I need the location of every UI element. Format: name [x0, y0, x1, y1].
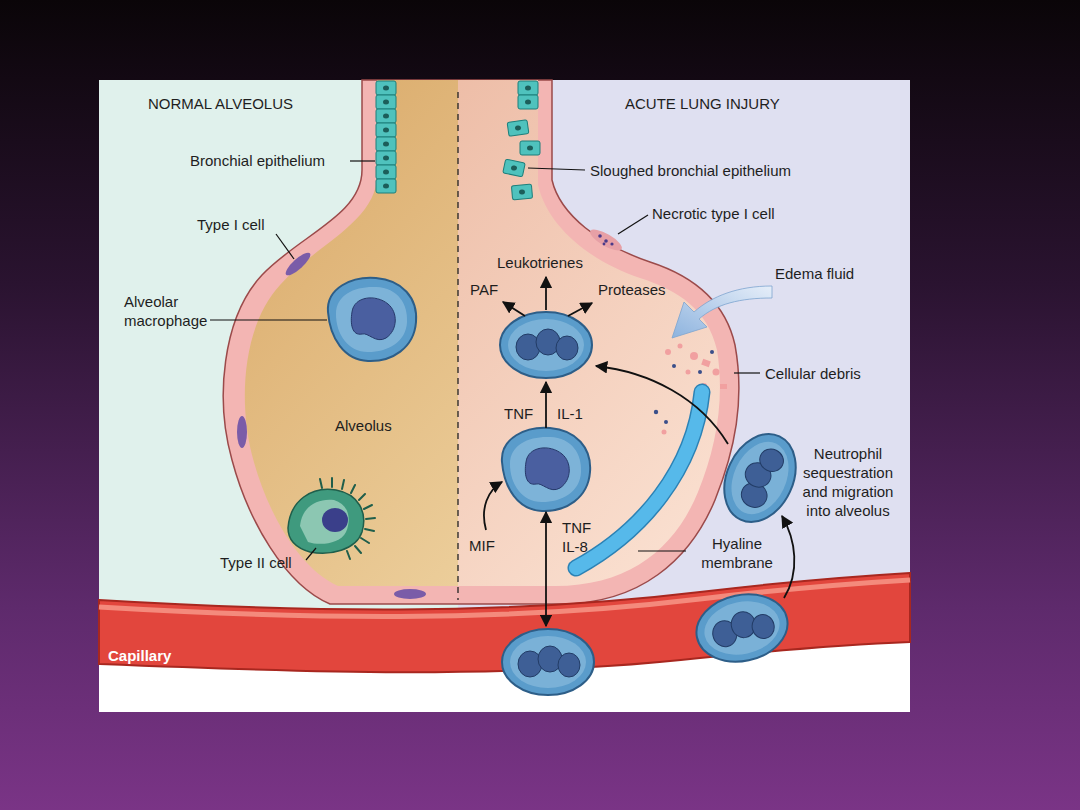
part-label: Edema fluid: [775, 264, 854, 283]
part-label: Hyaline membrane: [692, 534, 782, 572]
divider: [457, 92, 458, 600]
bronchial-epithelium: [376, 81, 396, 193]
type-ii-cell: [288, 478, 375, 559]
hyaline-membrane: [576, 392, 702, 568]
mediator-label: MIF: [469, 536, 495, 555]
alveolar-macrophage: [328, 278, 416, 361]
macrophage: [502, 428, 590, 511]
mediator-label: TNF: [504, 404, 533, 423]
mediator-label: Leukotrienes: [497, 253, 583, 272]
part-label: Type I cell: [197, 215, 265, 234]
part-label: Bronchial epithelium: [190, 151, 325, 170]
type-i-cell: [237, 250, 426, 599]
part-label: Alveolar macrophage: [124, 292, 219, 330]
necrotic-type-i-cell: [587, 226, 624, 254]
sloughed-epithelium: [503, 81, 540, 200]
region-label: Alveolus: [335, 416, 392, 435]
capillary-band: Capillary: [108, 646, 171, 665]
neutrophil: [690, 586, 794, 670]
mediator-label: IL-1: [557, 404, 583, 423]
neutrophil: [502, 629, 594, 695]
neutrophil: [500, 312, 592, 378]
part-label: Type II cell: [220, 553, 292, 572]
part-label: Sloughed bronchial epithelium: [590, 161, 791, 180]
part-label: Necrotic type I cell: [652, 204, 775, 223]
mediator-label: PAF: [470, 280, 498, 299]
mediator-arrows: [484, 277, 794, 626]
panel-heading: ACUTE LUNG INJURY: [625, 94, 780, 113]
edema-arrow: [672, 286, 772, 338]
band-label: Capillary: [108, 646, 171, 665]
panel-heading: NORMAL ALVEOLUS: [148, 94, 293, 113]
mediator-label: TNF IL-8: [562, 518, 598, 556]
part-label: Cellular debris: [765, 364, 861, 383]
process-label: Neutrophil sequestration and migration i…: [792, 444, 904, 520]
mediator-label: Proteases: [598, 280, 666, 299]
